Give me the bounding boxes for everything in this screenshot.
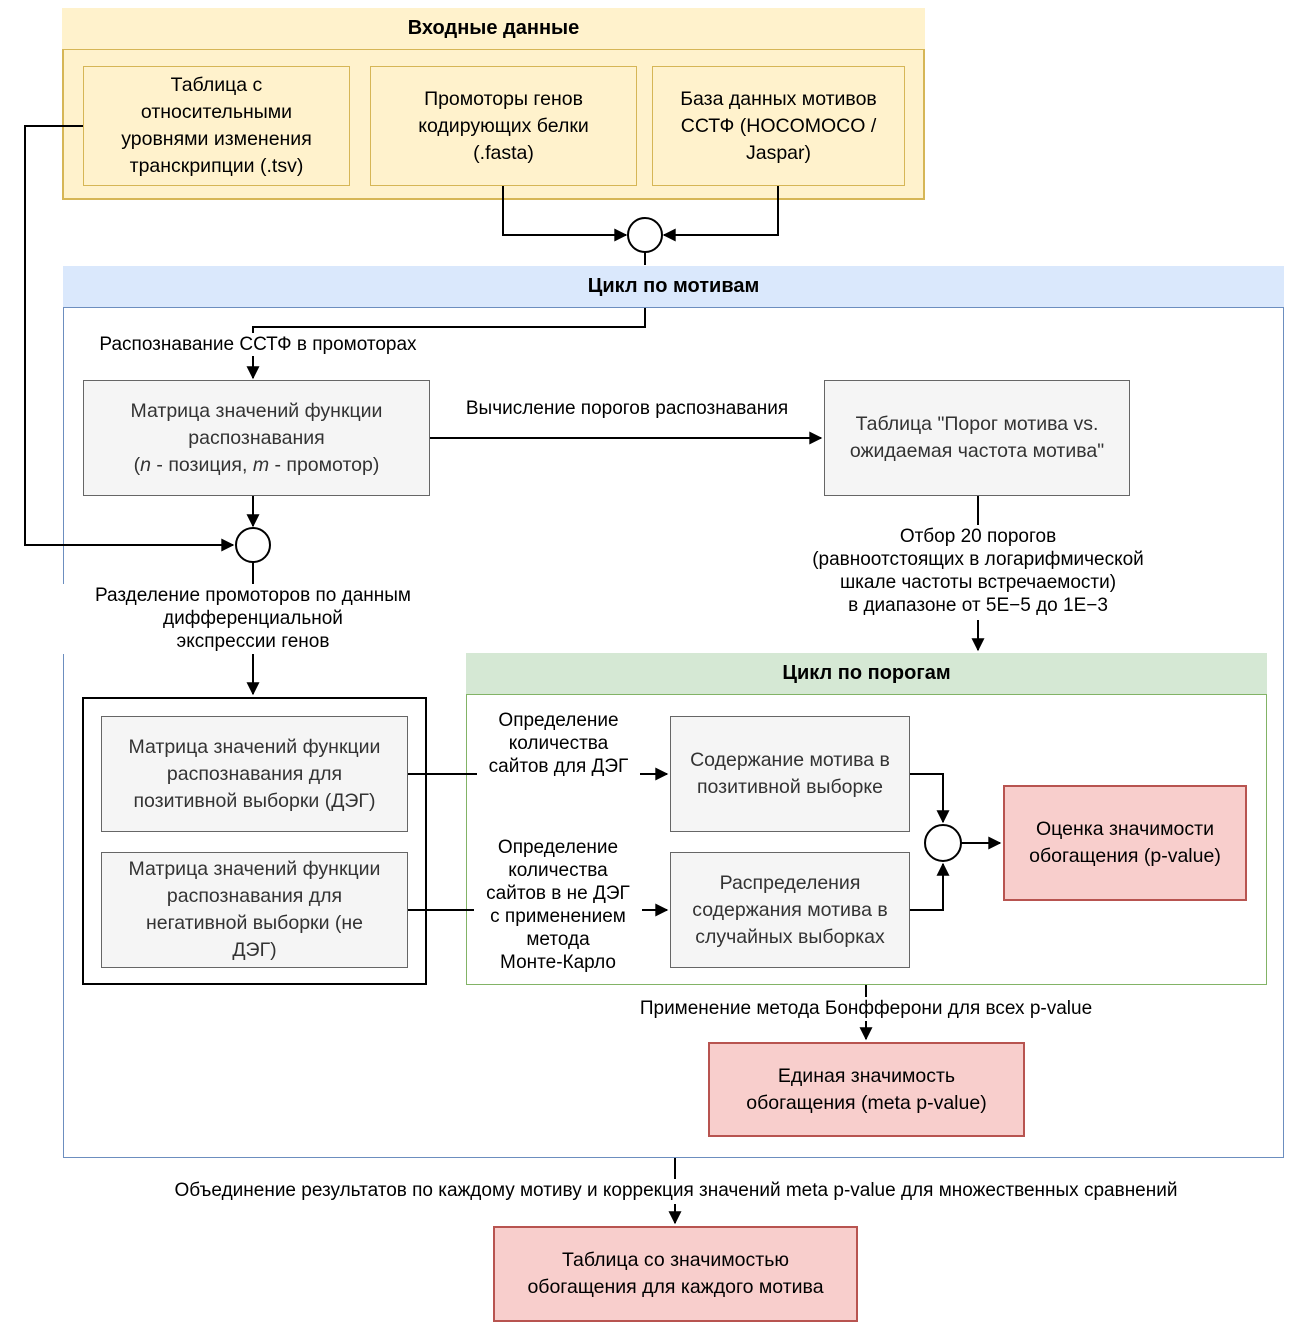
matrix-values-line3: (n - позиция, m - промотор) — [133, 453, 380, 476]
meta-pvalue-box: Единая значимость обогащения (meta p-val… — [708, 1042, 1025, 1137]
matrix-values-box: Матрица значений функции распознавания (… — [83, 380, 430, 496]
nondeg-sites-label: Определение количества сайтов в не ДЭГ с… — [474, 836, 642, 976]
split-promoters-label: Разделение промоторов по данным дифферен… — [63, 584, 443, 654]
neg-matrix-box: Матрица значений функции распознавания д… — [101, 852, 408, 968]
threshold-loop-header: Цикл по порогам — [466, 653, 1267, 695]
threshold-table-box: Таблица "Порог мотива vs. ожидаемая част… — [824, 380, 1130, 496]
motif-loop-header: Цикл по мотивам — [63, 266, 1284, 308]
motif-loop-title: Цикл по мотивам — [587, 275, 760, 297]
input-box-tsv: Таблица с относительными уровнями измене… — [83, 66, 350, 186]
input-box-fasta: Промоторы генов кодирующих белки (.fasta… — [370, 66, 637, 186]
recognition-label: Распознавание ССТФ в промоторах — [83, 333, 433, 356]
threshold-calc-label: Вычисление порогов распознавания — [465, 398, 789, 419]
matrix-values-line2: распознавания — [188, 426, 325, 449]
bonferroni-label: Применение метода Бонфферони для всех p-… — [566, 997, 1166, 1021]
threshold-loop-title: Цикл по порогам — [782, 662, 951, 684]
input-box-motif-db: База данных мотивов ССТФ (HOCOMOCO / Jas… — [652, 66, 905, 186]
pos-content-box: Содержание мотива в позитивной выборке — [670, 716, 910, 832]
merge-node-inputs — [627, 217, 663, 253]
threshold-select-label: Отбор 20 порогов (равноотстоящих в логар… — [758, 525, 1198, 620]
input-data-header: Входные данные — [62, 8, 925, 50]
merge-results-label: Объединение результатов по каждому мотив… — [60, 1179, 1292, 1204]
matrix-values-line1: Матрица значений функции — [130, 399, 383, 422]
random-dist-box: Распределения содержания мотива в случай… — [670, 852, 910, 968]
deg-sites-label: Определение количества сайтов для ДЭГ — [477, 709, 640, 781]
result-table-box: Таблица со значимостью обогащения для ка… — [493, 1226, 858, 1322]
pvalue-box: Оценка значимости обогащения (p-value) — [1003, 785, 1247, 901]
pos-matrix-box: Матрица значений функции распознавания д… — [101, 716, 408, 832]
input-data-title: Входные данные — [407, 17, 580, 39]
